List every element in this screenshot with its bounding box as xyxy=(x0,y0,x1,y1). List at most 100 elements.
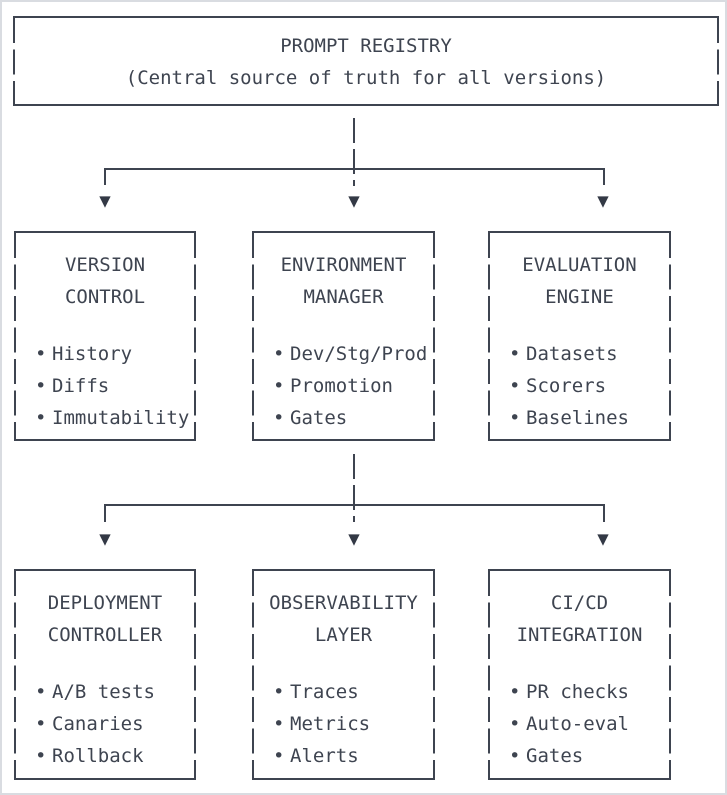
item-label: PR checks xyxy=(526,681,629,704)
node-version-control: VERSION CONTROL •History •Diffs •Immutab… xyxy=(14,231,196,441)
item-label: Gates xyxy=(526,744,584,767)
bullet-icon: • xyxy=(35,681,47,704)
item-label: Auto-eval xyxy=(526,713,629,736)
item-label: Scorers xyxy=(526,375,607,398)
node-title: OBSERVABILITY LAYER xyxy=(252,571,435,651)
list-item: •Promotion xyxy=(273,371,435,403)
node-title-line: EVALUATION xyxy=(522,254,637,276)
node-title-line: LAYER xyxy=(314,623,373,646)
item-label: Rollback xyxy=(52,744,144,767)
item-label: History xyxy=(52,343,133,366)
node-title-line: OBSERVABILITY xyxy=(269,592,418,614)
node-observability-layer: OBSERVABILITY LAYER •Traces •Metrics •Al… xyxy=(252,569,435,780)
node-title: ENVIRONMENT MANAGER xyxy=(252,233,435,313)
bullet-icon: • xyxy=(509,406,521,429)
node-title-line: DEPLOYMENT xyxy=(47,592,163,614)
item-label: Metrics xyxy=(290,713,371,736)
node-title: PROMPT REGISTRY xyxy=(280,35,452,57)
list-item: •Auto-eval xyxy=(509,709,671,741)
item-label: Alerts xyxy=(290,744,359,767)
bullet-icon: • xyxy=(273,343,285,366)
connector-mid-left-stub xyxy=(104,504,106,522)
node-deployment-controller: DEPLOYMENT CONTROLLER •A/B tests •Canari… xyxy=(14,569,196,780)
list-item: •A/B tests xyxy=(35,677,196,709)
item-label: Traces xyxy=(290,681,359,704)
bullet-icon: • xyxy=(273,713,285,736)
bullet-icon: • xyxy=(35,744,47,767)
bullet-icon: • xyxy=(35,713,47,736)
node-title: DEPLOYMENT CONTROLLER xyxy=(14,571,196,651)
item-label: Diffs xyxy=(52,375,110,398)
node-title: CI/CD INTEGRATION xyxy=(488,571,671,651)
list-item: •Gates xyxy=(509,741,671,773)
bullet-icon: • xyxy=(273,681,285,704)
bullet-icon: • xyxy=(35,343,47,366)
connector-top-right-stub xyxy=(603,168,605,185)
bullet-icon: • xyxy=(273,744,285,767)
list-item: •PR checks xyxy=(509,677,671,709)
node-prompt-registry: PROMPT REGISTRY (Central source of truth… xyxy=(13,16,719,106)
node-title-line: ENGINE xyxy=(545,285,614,308)
node-title-line: CONTROL xyxy=(64,285,146,308)
item-label: Baselines xyxy=(526,406,629,429)
node-title: EVALUATION ENGINE xyxy=(488,233,671,313)
node-title-line: CONTROLLER xyxy=(47,623,163,646)
connector-top-vertical-line xyxy=(353,118,355,186)
list-item: •Scorers xyxy=(509,371,671,403)
list-item: •Traces xyxy=(273,677,435,709)
arrow-down-icon: ▼ xyxy=(348,190,360,212)
node-title-line: MANAGER xyxy=(303,285,384,308)
connector-mid-right-stub xyxy=(603,504,605,522)
list-item: •Rollback xyxy=(35,741,196,773)
item-label: Immutability xyxy=(52,406,190,429)
bullet-icon: • xyxy=(35,375,47,398)
arrow-down-icon: ▼ xyxy=(597,190,609,212)
arrow-down-icon: ▼ xyxy=(348,528,360,550)
node-item-list: •Traces •Metrics •Alerts xyxy=(252,677,435,772)
list-item: •Gates xyxy=(273,403,435,435)
bullet-icon: • xyxy=(509,744,521,767)
node-title-line: INTEGRATION xyxy=(516,623,643,646)
bullet-icon: • xyxy=(509,343,521,366)
node-title-line: ENVIRONMENT xyxy=(280,254,407,276)
node-title: VERSION CONTROL xyxy=(14,233,196,313)
node-cicd-integration: CI/CD INTEGRATION •PR checks •Auto-eval … xyxy=(488,569,671,780)
list-item: •Immutability xyxy=(35,403,196,435)
list-item: •Datasets xyxy=(509,339,671,371)
list-item: •Canaries xyxy=(35,709,196,741)
item-label: Datasets xyxy=(526,343,618,366)
node-environment-manager: ENVIRONMENT MANAGER •Dev/Stg/Prod •Promo… xyxy=(252,231,435,441)
item-label: A/B tests xyxy=(52,681,155,704)
connector-mid-vertical-line xyxy=(353,454,355,522)
node-item-list: •Datasets •Scorers •Baselines xyxy=(488,339,671,434)
node-item-list: •Dev/Stg/Prod •Promotion •Gates xyxy=(252,339,435,434)
item-label: Promotion xyxy=(290,375,393,398)
arrow-down-icon: ▼ xyxy=(99,190,111,212)
list-item: •Dev/Stg/Prod xyxy=(273,339,435,371)
node-item-list: •History •Diffs •Immutability xyxy=(14,339,196,434)
node-subtitle: (Central source of truth for all version… xyxy=(125,66,607,89)
list-item: •Baselines xyxy=(509,403,671,435)
bullet-icon: • xyxy=(273,406,285,429)
bullet-icon: • xyxy=(35,406,47,429)
arrow-down-icon: ▼ xyxy=(597,528,609,550)
bullet-icon: • xyxy=(509,681,521,704)
node-item-list: •PR checks •Auto-eval •Gates xyxy=(488,677,671,772)
item-label: Dev/Stg/Prod xyxy=(290,343,428,366)
connector-top-left-stub xyxy=(104,168,106,185)
item-label: Gates xyxy=(290,406,348,429)
list-item: •Diffs xyxy=(35,371,196,403)
item-label: Canaries xyxy=(52,713,144,736)
node-item-list: •A/B tests •Canaries •Rollback xyxy=(14,677,196,772)
bullet-icon: • xyxy=(273,375,285,398)
list-item: •Alerts xyxy=(273,741,435,773)
connector-top-branch-line xyxy=(104,168,605,170)
connector-mid-branch-line xyxy=(104,504,605,506)
list-item: •History xyxy=(35,339,196,371)
bullet-icon: • xyxy=(509,375,521,398)
arrow-down-icon: ▼ xyxy=(99,528,111,550)
list-item: •Metrics xyxy=(273,709,435,741)
node-title-line: CI/CD xyxy=(550,592,609,614)
node-evaluation-engine: EVALUATION ENGINE •Datasets •Scorers •Ba… xyxy=(488,231,671,441)
